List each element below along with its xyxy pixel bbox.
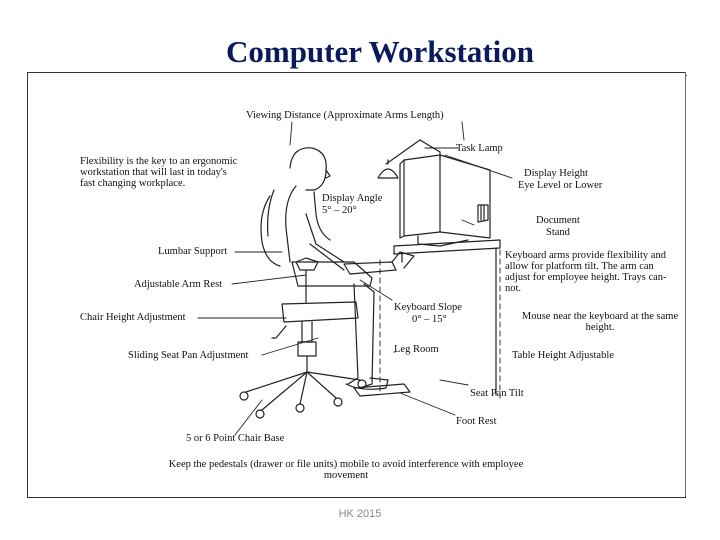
seated-person — [285, 147, 389, 390]
label-display-angle-range: 5° – 20° — [322, 205, 357, 216]
label-pedestals-note: Keep the pedestals (drawer or file units… — [168, 459, 524, 481]
label-task-lamp: Task Lamp — [456, 143, 503, 154]
slide-title: Computer Workstation — [225, 34, 535, 69]
leader-lines — [197, 121, 513, 436]
label-document-stand-sub: Stand — [546, 227, 570, 238]
label-display-angle: Display Angle — [322, 193, 383, 204]
label-viewing-distance: Viewing Distance (Approximate Arms Lengt… — [246, 110, 444, 121]
label-display-height-sub: Eye Level or Lower — [518, 180, 603, 191]
label-mouse-near: Mouse near the keyboard at the same heig… — [521, 311, 679, 333]
footer-text: HK 2015 — [338, 508, 382, 520]
office-chair — [239, 189, 367, 419]
label-foot-rest: Foot Rest — [456, 416, 497, 427]
label-chair-height: Chair Height Adjustment — [80, 312, 186, 323]
label-sliding-seat-pan: Sliding Seat Pan Adjustment — [128, 350, 249, 361]
label-chair-base: 5 or 6 Point Chair Base — [186, 433, 285, 444]
diagram-frame — [27, 72, 686, 498]
label-display-height: Display Height — [524, 168, 588, 179]
label-seat-pan-tilt: Seat Pan Tilt — [470, 388, 524, 399]
guide-lines — [379, 249, 501, 399]
label-leg-room: Leg Room — [394, 344, 439, 355]
desk-and-monitor — [343, 154, 501, 396]
label-flexibility-note: Flexibility is the key to an ergonomic w… — [80, 156, 238, 189]
label-adjustable-arm-rest: Adjustable Arm Rest — [134, 279, 223, 290]
label-keyboard-arms: Keyboard arms provide flexibility and al… — [505, 250, 667, 294]
task-lamp-drawing — [377, 139, 441, 179]
frame-back-line — [685, 72, 686, 496]
label-keyboard-slope-range: 0° – 15° — [412, 314, 447, 325]
label-table-height: Table Height Adjustable — [512, 350, 614, 361]
foot-rest-drawing — [353, 383, 411, 397]
label-lumbar-support: Lumbar Support — [158, 246, 228, 257]
label-keyboard-slope: Keyboard Slope — [394, 302, 462, 313]
label-document-stand: Document — [536, 215, 580, 226]
